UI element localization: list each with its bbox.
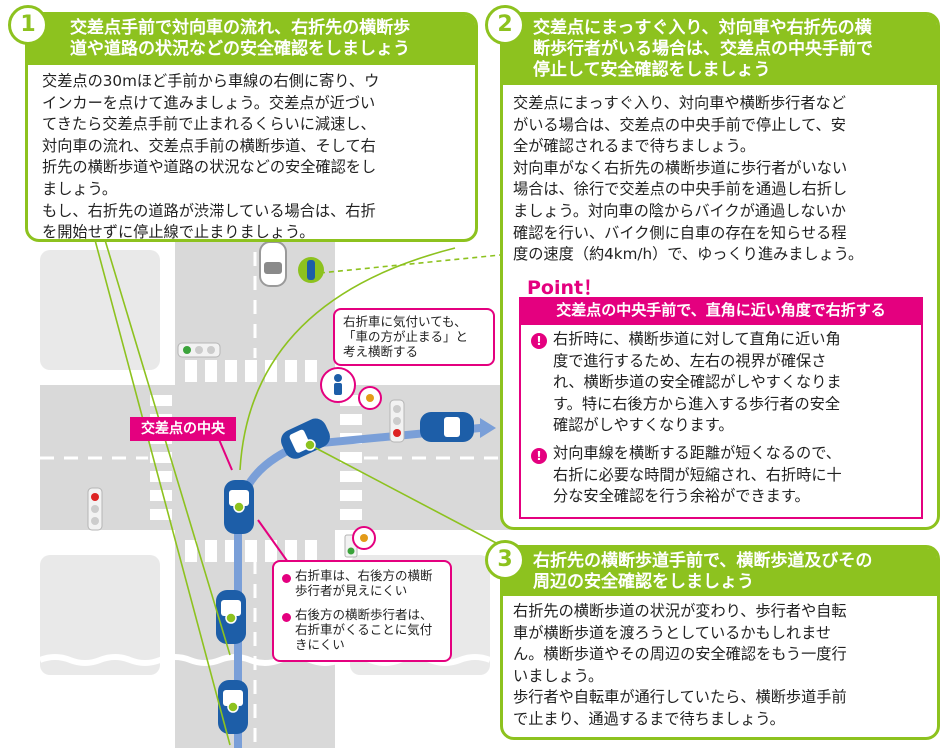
point-item-1: 右折時に、横断歩道に対して直角に近い角 度で進行するため、左右の視界が確保さ れ… [553, 330, 842, 435]
driver-callout-bullet-1 [282, 574, 291, 583]
driver-callout: 右折車は、右後方の横断 歩行者が見えにくい 右後方の横断歩行者は、 右折車がくる… [272, 560, 452, 662]
connector-lines [94, 239, 501, 746]
point-body: ! 右折時に、横断歩道に対して直角に近い角 度で進行するため、左右の視界が確保さ… [519, 323, 923, 519]
crosswalk-bottom [185, 540, 317, 562]
bottom-cyclist-icon [352, 526, 376, 550]
step-2-title-line-2: 断歩行者がいる場合は、交差点の中央手前で [533, 39, 873, 59]
oncoming-car [259, 241, 287, 287]
intersection-center-tag: 交差点の中央 [130, 417, 236, 441]
step-2-body: 交差点にまっすぐ入り、対向車や横断歩行者など がいる場合は、交差点の中央手前で停… [513, 94, 864, 264]
pedestrian-callout-text: 右折車に気付いても、 「車の方が止まる」と 考え横断する [343, 314, 469, 359]
route-arrowhead [480, 418, 496, 438]
traffic-light-left [87, 487, 103, 531]
step-3-title-line-1: 右折先の横断歩道手前で、横断歩道及びその [533, 551, 873, 571]
step-3-number: 3 [485, 540, 525, 580]
step-2-number: 2 [485, 5, 525, 45]
point-item-2: 対向車線を横断する距離が短くなるので、 右折に必要な時間が短縮され、右折時に十 … [553, 444, 842, 506]
driver-callout-bullet-2 [282, 613, 291, 622]
cyclist-icon [358, 386, 382, 410]
block-top-left [40, 250, 160, 370]
step-1-number: 1 [8, 5, 48, 45]
step-1-title-line-2: 道や道路の状況などの安全確認をしましょう [70, 39, 410, 59]
car-markers [225, 439, 316, 713]
step-3-header [503, 548, 937, 596]
point-1-alert-icon: ! [531, 333, 547, 349]
point-heading: 交差点の中央手前で、直角に近い角度で右折する [519, 297, 923, 323]
step-3-body: 右折先の横断歩道の状況が変わり、歩行者や自転 車が横断歩道を渡ろうとしているかも… [513, 602, 847, 728]
block-bottom-left [40, 555, 160, 675]
traffic-light-right [389, 399, 405, 443]
point-2-alert-icon: ! [531, 448, 547, 464]
driver-callout-item-1: 右折車は、右後方の横断 歩行者が見えにくい [295, 568, 433, 598]
motorbike-icon [298, 257, 324, 283]
step-1-body: 交差点の30mほど手前から車線の右側に寄り、ウ インカーを点けて進みましょう。交… [42, 72, 380, 242]
step-1-panel: 交差点手前で対向車の流れ、右折先の横断歩 道や道路の状況などの安全確認をしましょ… [25, 12, 478, 242]
car-exit [420, 412, 474, 442]
step-2-title-line-3: 停止して安全確認をしましょう [533, 60, 771, 80]
pedestrian-callout: 右折車に気付いても、 「車の方が止まる」と 考え横断する [333, 308, 495, 366]
traffic-light-top [177, 342, 221, 358]
crosswalk-top [185, 360, 317, 382]
step-1-title-line-1: 交差点手前で対向車の流れ、右折先の横断歩 [70, 18, 411, 38]
step-1-header [28, 15, 475, 65]
step-3-panel: 右折先の横断歩道手前で、横断歩道及びその 周辺の安全確認をしましょう 右折先の横… [500, 545, 940, 740]
step-2-header [503, 15, 937, 85]
pedestrian-icon [320, 367, 356, 403]
point-label: Point！ [527, 277, 603, 299]
step-2-title-line-1: 交差点にまっすぐ入り、対向車や右折先の横 [533, 18, 872, 38]
driver-callout-item-2: 右後方の横断歩行者は、 右折車がくることに気付 きにくい [295, 607, 433, 652]
step-2-panel: 交差点にまっすぐ入り、対向車や右折先の横 断歩行者がいる場合は、交差点の中央手前… [500, 12, 940, 530]
step-3-title-line-2: 周辺の安全確認をしましょう [533, 572, 754, 592]
